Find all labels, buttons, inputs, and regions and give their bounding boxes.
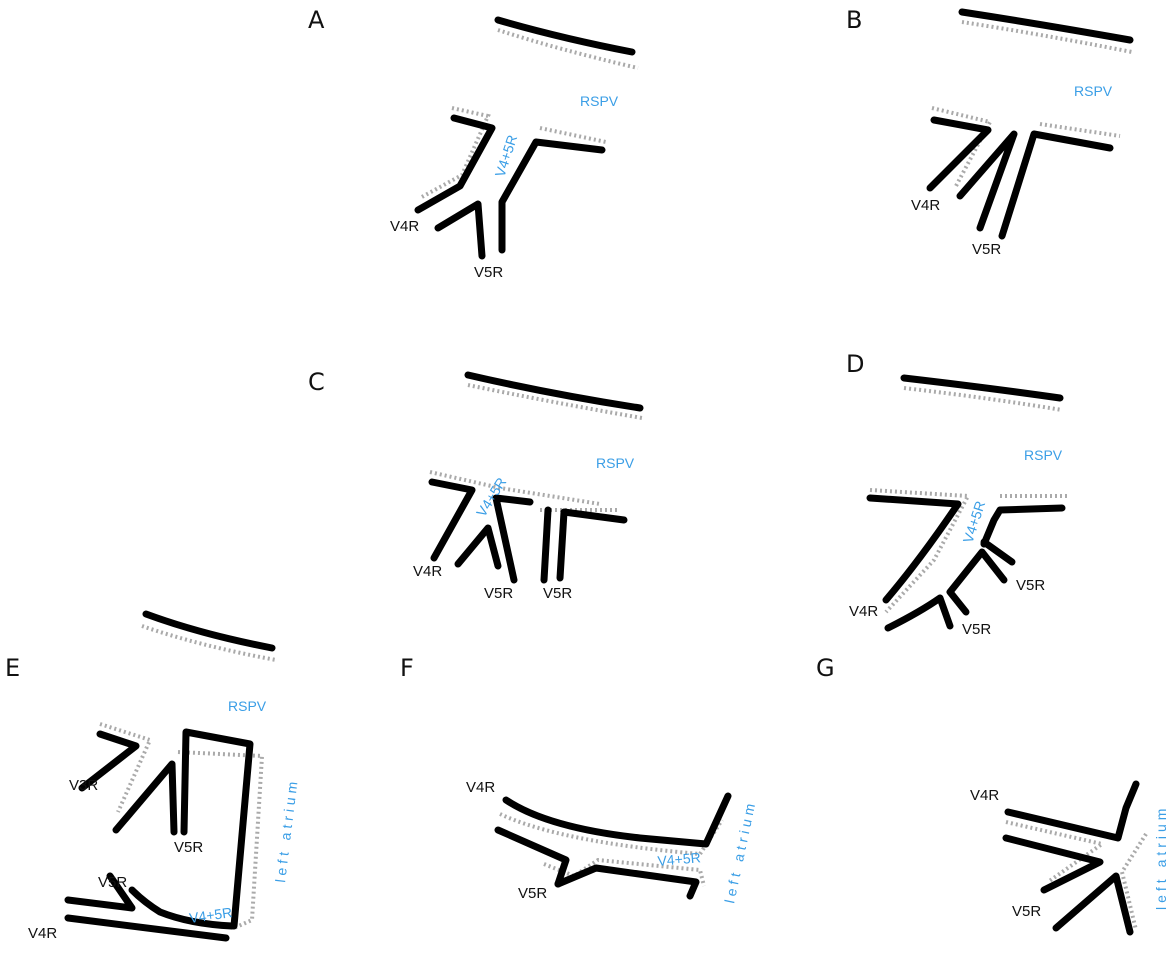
panel-c-wall-left — [429, 470, 601, 506]
panel-g-letter: G — [816, 654, 835, 682]
panel-c-v5r-a-vessel — [454, 524, 502, 570]
panel-f-letter: F — [400, 654, 414, 682]
panel-e-wall-left — [99, 722, 153, 813]
panel-b-upper-vessel — [958, 8, 1134, 44]
panel-c-v4r-label: V4R — [413, 563, 442, 580]
panel-g-v5r-vessel — [1002, 834, 1104, 894]
panel-g-v4r-label: V4R — [970, 787, 999, 804]
panel-f-v5r-label: V5R — [518, 885, 547, 902]
panel-a-v5r-left-vessel — [434, 200, 486, 260]
panel-e-upper-wall — [141, 624, 277, 662]
panel-e-v4r-label: V4R — [28, 925, 57, 942]
panel-b-wall-right — [1039, 122, 1121, 138]
panel-b-v5r-left-vessel — [956, 130, 1018, 232]
panel-c: C RSPV V4+5R V4R V5R V5R — [308, 368, 644, 602]
panel-b-v4r-label: V4R — [911, 197, 940, 214]
panel-d-v4r-lower-vessel — [884, 594, 954, 632]
panel-b-v5r-label: V5R — [972, 241, 1001, 258]
panel-e-v4r-vessel — [64, 914, 230, 942]
panel-f-v5r-upper-vessel — [494, 826, 570, 888]
panel-c-v5r-b-label: V5R — [543, 585, 572, 602]
panel-f-trunk-label: V4+5R — [657, 849, 701, 869]
panel-c-v5r-a-label: V5R — [484, 585, 513, 602]
panel-e-atrium-label: left atrium — [272, 777, 301, 884]
panel-f-v4r-label: V4R — [466, 779, 495, 796]
panel-d-v5r-a-label: V5R — [1016, 577, 1045, 594]
panel-d-v5r-a-vessel — [946, 548, 1008, 616]
panel-g: G V4R V5R left atrium — [816, 654, 1169, 936]
panel-a: A RSPV V4+5R V4R V5R — [308, 6, 639, 281]
panel-c-v4r-vessel — [428, 478, 476, 562]
panel-c-letter: C — [308, 368, 325, 396]
panel-c-v5r-mid-vessel — [492, 494, 534, 584]
panel-c-rspv-label: RSPV — [596, 455, 635, 471]
panel-e-upper-vessel — [142, 610, 276, 652]
panel-a-v4r-label: V4R — [390, 218, 419, 235]
panel-a-v4r-vessel — [414, 114, 496, 214]
panel-b: B RSPV V4R V5R — [846, 6, 1134, 258]
panel-d-upper-vessel — [900, 374, 1064, 402]
panel-c-v5r-b1-vessel — [540, 506, 552, 584]
panel-g-lower-vessel — [1052, 872, 1134, 936]
panel-d-v5r-b-vessel — [980, 538, 1016, 566]
panel-a-letter: A — [308, 6, 325, 34]
panel-e-trunk-vessel — [180, 728, 254, 930]
panel-e-v5r-b-label: V5R — [98, 874, 127, 891]
panel-a-v5r-label: V5R — [474, 264, 503, 281]
panel-e: E RSPV V3R V5R V5R V4R V4+5R left atrium — [5, 610, 301, 942]
panel-b-rspv-label: RSPV — [1074, 83, 1113, 99]
panel-d-rspv-label: RSPV — [1024, 447, 1063, 463]
panel-f-wall-upper — [499, 812, 724, 857]
panel-f-atrium-label: left atrium — [721, 798, 759, 904]
panel-g-v4r-vessel — [1004, 780, 1140, 842]
panel-d-v5r-b-label: V5R — [962, 621, 991, 638]
panel-e-wall-right — [177, 750, 265, 930]
panel-a-upper-vessel — [494, 16, 636, 56]
panel-a-wall-right — [539, 126, 607, 144]
panel-d-v4r-label: V4R — [849, 603, 878, 620]
panel-a-v5r-right-vessel — [498, 138, 606, 254]
panel-b-v5r-right-vessel — [998, 130, 1114, 240]
panel-f-v4r-vessel — [502, 792, 732, 848]
panel-d-letter: D — [846, 350, 864, 378]
panel-e-v5r-b-vessel — [64, 872, 136, 912]
panel-e-v3r-label: V3R — [69, 777, 98, 794]
panel-e-v5r-a-label: V5R — [174, 839, 203, 856]
panel-g-v5r-label: V5R — [1012, 903, 1041, 920]
panel-d: D RSPV V4+5R V4R V5R V5R — [846, 350, 1068, 638]
panel-e-letter: E — [5, 654, 20, 682]
panel-e-v3r-vessel — [78, 730, 140, 792]
panel-c-upper-wall — [467, 383, 643, 420]
panel-e-lower-vessel — [128, 886, 236, 930]
panel-a-rspv-label: RSPV — [580, 93, 619, 109]
panel-d-right-vessel — [980, 504, 1066, 548]
panel-a-upper-wall — [497, 28, 639, 70]
panel-d-v4r-vessel — [866, 494, 962, 604]
panel-c-upper-vessel — [464, 371, 644, 412]
panel-f: F V4R V4+5R V5R left atrium — [400, 654, 759, 905]
panel-a-wall-left — [419, 106, 491, 200]
panel-b-letter: B — [846, 6, 862, 34]
panel-e-v5r-a-vessel — [112, 760, 178, 836]
panel-c-v5r-b2-vessel — [556, 508, 628, 582]
panel-e-trunk-label: V4+5R — [188, 904, 233, 926]
panel-e-rspv-label: RSPV — [228, 698, 267, 714]
panel-g-atrium-label: left atrium — [1153, 805, 1169, 910]
panel-b-upper-wall — [961, 20, 1133, 54]
panel-d-upper-wall — [903, 386, 1063, 412]
panel-b-v4r-vessel — [926, 116, 992, 192]
panel-d-wall-left — [869, 488, 972, 614]
panel-f-v5r-lower-vessel — [554, 864, 700, 900]
